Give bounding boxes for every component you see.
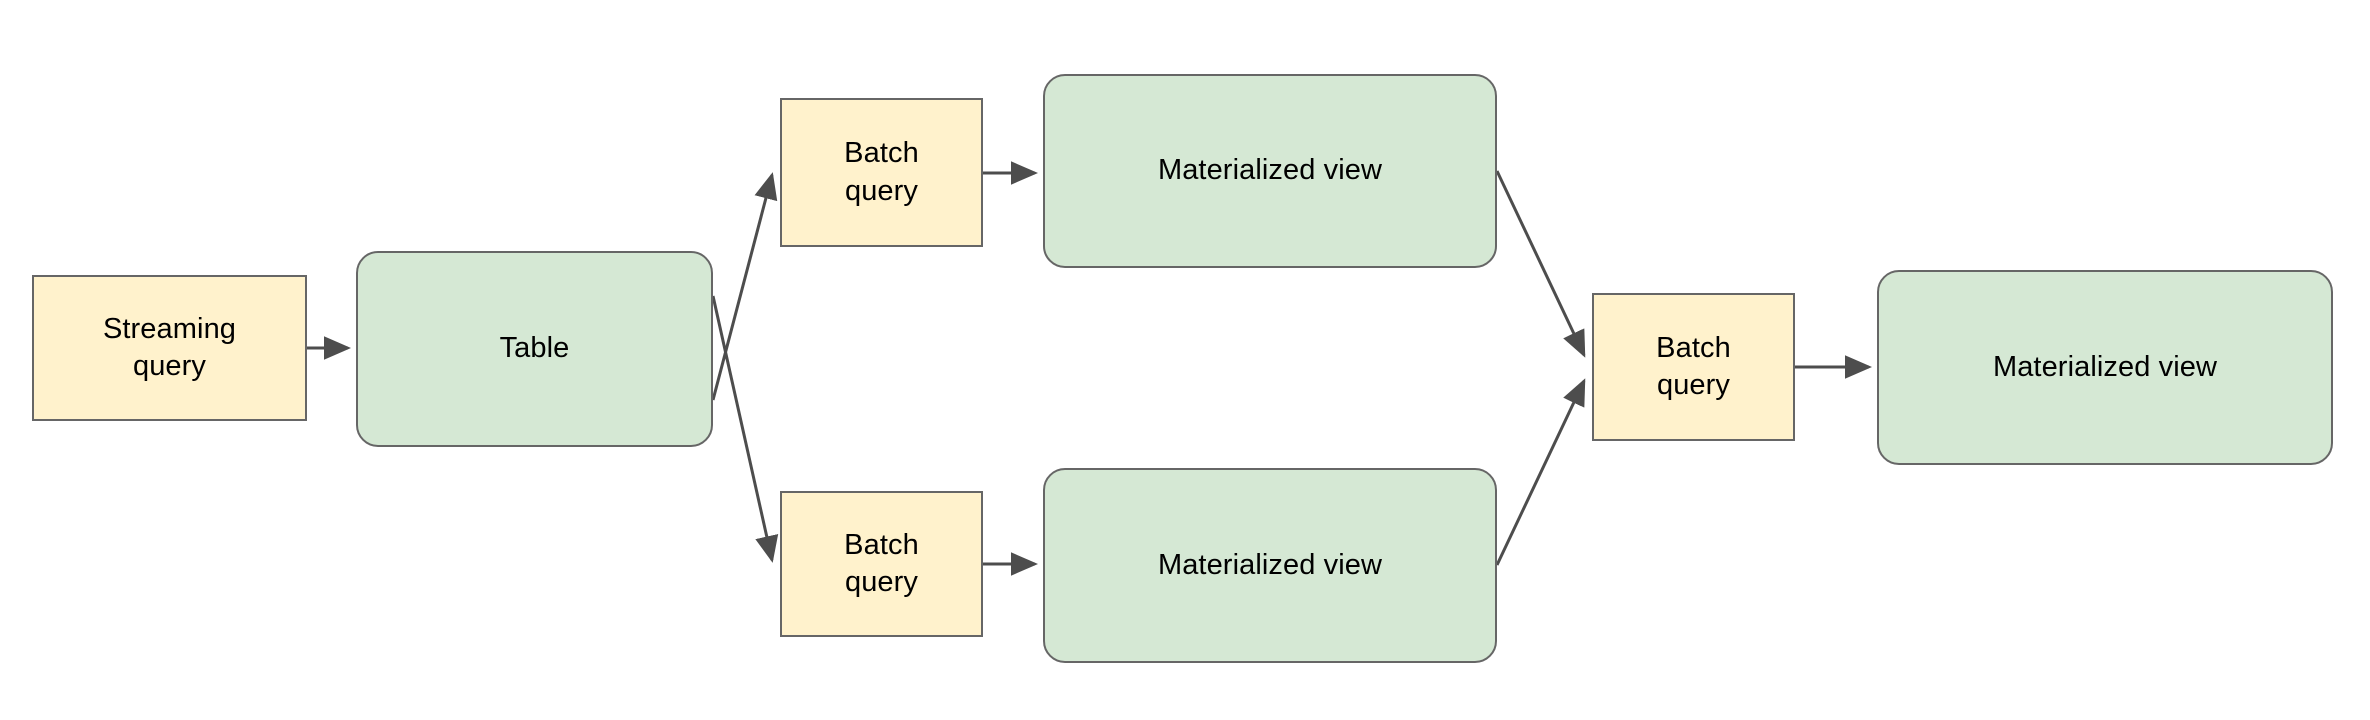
node-label: Table [499, 332, 570, 365]
node-label: Materialized view [1157, 548, 1383, 581]
node-materialized-view-bottom[interactable]: Materialized view [1043, 468, 1497, 663]
edge-paths [307, 161, 1872, 576]
node-label: Batch query [1656, 331, 1731, 401]
node-table[interactable]: Table [356, 251, 713, 447]
node-materialized-view-final[interactable]: Materialized view [1877, 270, 2333, 465]
edge-e2 [711, 172, 778, 401]
node-batch-query-top[interactable]: Batch query [780, 98, 983, 247]
node-batch-query-merge[interactable]: Batch query [1592, 293, 1795, 441]
node-streaming-query[interactable]: Streaming query [32, 275, 307, 421]
edge-e7 [1495, 378, 1586, 566]
node-batch-query-bottom[interactable]: Batch query [780, 491, 983, 637]
node-label: Batch query [844, 137, 919, 207]
edge-e3 [711, 295, 779, 563]
node-label: Batch query [844, 528, 919, 598]
node-label: Materialized view [1157, 154, 1383, 187]
node-label: Materialized view [1992, 350, 2218, 383]
node-label: Streaming query [102, 312, 237, 382]
node-materialized-view-top[interactable]: Materialized view [1043, 74, 1497, 268]
edge-e6 [1495, 170, 1586, 358]
